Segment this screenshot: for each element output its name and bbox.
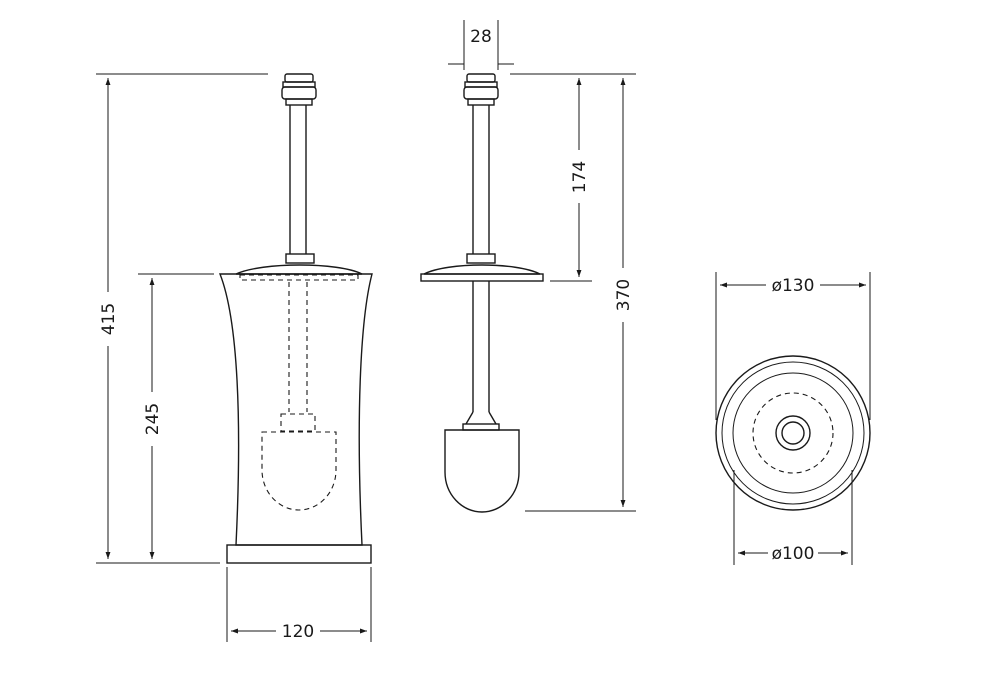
dim-knob-width-label: 28 (470, 27, 492, 47)
dim-inner-diameter-label: ø100 (772, 544, 815, 564)
dim-handle-length: 174 (510, 73, 636, 282)
top-view (715, 355, 871, 511)
dim-overall-height: 415 (96, 73, 268, 564)
dim-container-height: 245 (138, 273, 214, 559)
dim-base-width: 120 (226, 567, 372, 642)
front-view (218, 73, 373, 564)
front-lid (235, 264, 363, 275)
side-lid (423, 264, 541, 275)
dim-outer-diameter: ø130 (715, 272, 871, 420)
side-brush-head (444, 429, 520, 513)
dim-knob-width: 28 (448, 20, 514, 70)
front-body (218, 273, 373, 546)
dim-overall-height-label: 415 (99, 303, 119, 335)
dim-outer-diameter-label: ø130 (772, 276, 815, 296)
dim-brush-length: 370 (525, 78, 636, 512)
dim-handle-length-label: 174 (570, 161, 590, 193)
dim-brush-length-label: 370 (614, 279, 634, 311)
dim-inner-diameter: ø100 (733, 470, 853, 565)
front-knob (281, 73, 317, 106)
dim-container-height-label: 245 (143, 403, 163, 435)
front-base (226, 544, 372, 564)
side-knob (463, 73, 499, 106)
dim-base-width-label: 120 (282, 622, 314, 642)
side-view (420, 73, 544, 513)
front-brush-hidden (261, 431, 337, 511)
